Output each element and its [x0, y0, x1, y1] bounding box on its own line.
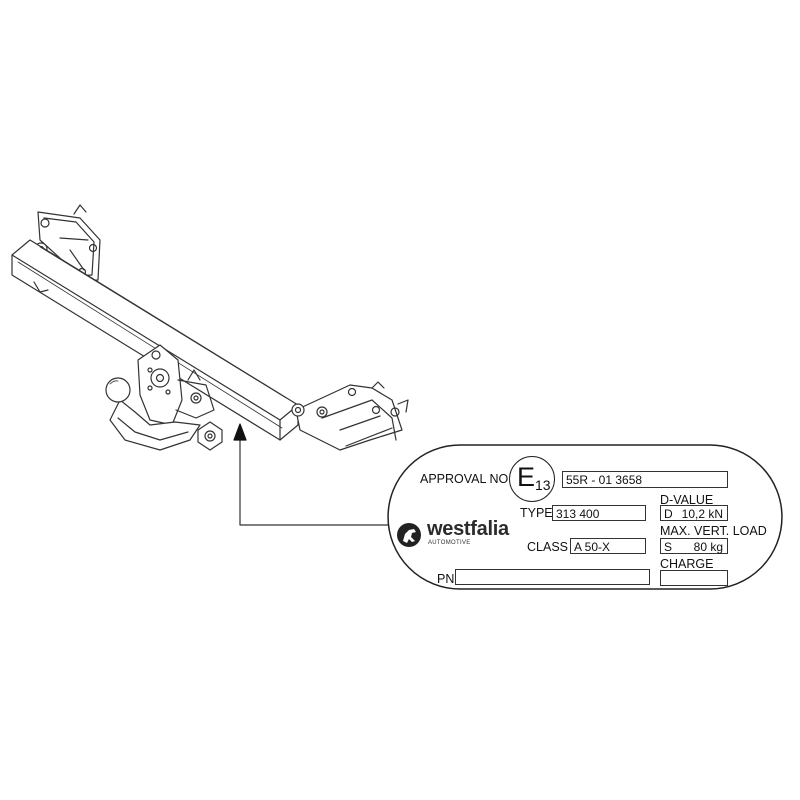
max-vert-load-value: 80 kg	[693, 540, 723, 554]
max-vert-load-prefix: S	[664, 540, 673, 554]
approval-number-value: 55R - 01 3658	[566, 473, 643, 487]
brand-logo: westfalia AUTOMOTIVE	[398, 518, 528, 552]
pn-field	[455, 569, 650, 585]
max-vert-load-field: S 80 kg	[660, 538, 728, 554]
right-mounting-bracket	[291, 381, 409, 451]
charge-label: CHARGE	[660, 557, 714, 571]
charge-field	[660, 570, 728, 586]
e-mark-letter: E	[517, 462, 536, 492]
max-vert-load-label: MAX. VERT. LOAD	[660, 524, 767, 538]
type-label: TYPE	[520, 506, 553, 520]
arrow-pointer	[233, 423, 399, 526]
d-value-value: 10,2 kN	[681, 507, 723, 521]
e-mark-icon: E 13	[509, 456, 555, 502]
d-value-field: D 10,2 kN	[660, 505, 728, 521]
brand-subtitle: AUTOMOTIVE	[428, 540, 471, 546]
hitch-assembly	[105, 344, 223, 451]
class-value: A 50-X	[574, 540, 611, 554]
d-value-prefix: D	[664, 507, 673, 521]
horse-logo-icon	[397, 523, 421, 547]
type-field: 313 400	[552, 505, 646, 521]
e-mark-number: 13	[535, 477, 551, 493]
pn-label: PN	[437, 572, 455, 586]
brand-name: westfalia	[427, 518, 509, 540]
class-label: CLASS	[527, 540, 568, 554]
approval-number-field: 55R - 01 3658	[562, 471, 728, 488]
type-value: 313 400	[556, 507, 600, 521]
approval-number-label: APPROVAL NO	[420, 472, 509, 486]
d-value-label: D-VALUE	[660, 493, 714, 507]
class-field: A 50-X	[570, 538, 646, 554]
